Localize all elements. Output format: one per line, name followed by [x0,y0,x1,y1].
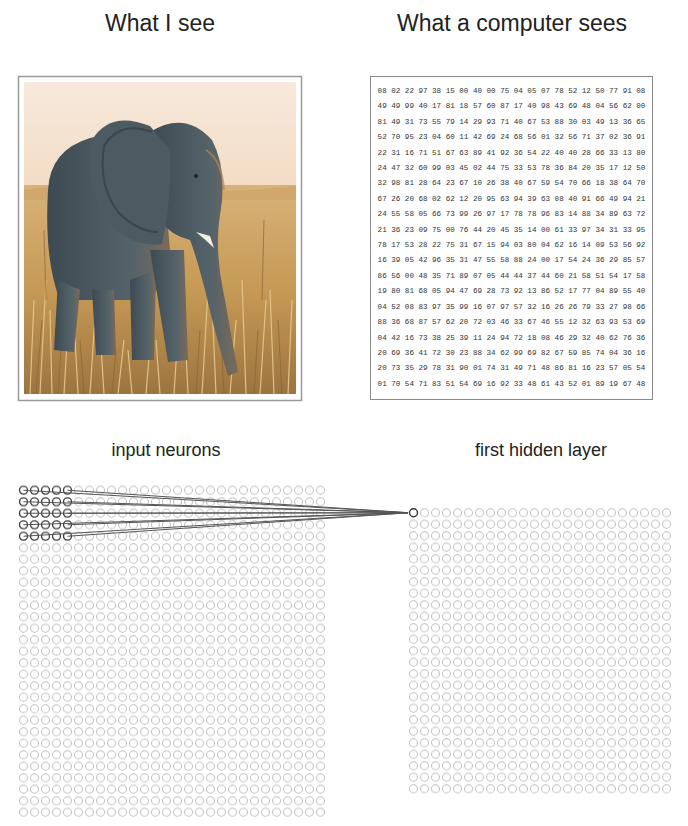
pixel-values-row: 86 56 00 48 35 71 89 07 05 44 44 37 44 6… [377,269,646,284]
panel-title: What I see [105,10,215,37]
layer-title: first hidden layer [475,440,607,461]
pixel-values-row: 19 80 81 68 05 94 47 69 28 73 92 13 86 5… [377,284,646,299]
pixel-values-row: 01 70 54 71 83 51 54 69 16 92 33 48 61 4… [377,377,646,392]
pixel-values-row: 22 31 16 71 51 67 63 89 41 92 36 54 22 4… [377,146,646,161]
pixel-values-row: 81 49 31 73 55 79 14 29 93 71 40 67 53 8… [377,115,646,130]
pixel-values-row: 78 17 53 28 22 75 31 67 15 94 03 80 04 6… [377,238,646,253]
panel-title: What a computer sees [397,10,627,37]
pixel-values-row: 32 98 81 28 64 23 67 10 26 38 40 67 59 5… [377,176,646,191]
pixel-values-row: 52 70 95 23 04 60 11 42 69 24 68 56 01 3… [377,130,646,145]
pixel-values-row: 24 55 58 05 66 73 99 26 97 17 78 78 96 8… [377,207,646,222]
pixel-values-row: 21 36 23 09 75 00 76 44 20 45 35 14 00 6… [377,223,646,238]
pixel-values-row: 49 49 99 40 17 81 18 57 60 87 17 40 98 4… [377,99,646,114]
pixel-values-row: 04 52 08 83 97 35 99 16 07 97 57 32 16 2… [377,300,646,315]
pixel-values-row: 04 42 16 73 38 25 39 11 24 94 72 18 08 4… [377,331,646,346]
layer-title: input neurons [111,440,220,461]
pixel-values-row: 67 26 20 68 02 62 12 20 95 63 94 39 63 0… [377,192,646,207]
pixel-values-row: 24 47 32 60 99 03 45 02 44 75 33 53 78 3… [377,161,646,176]
number-grid: 08 02 22 97 38 15 00 40 00 75 04 05 07 7… [370,76,653,400]
pixel-values-row: 20 73 35 29 78 31 90 01 74 31 49 71 48 8… [377,361,646,376]
pixel-values-row: 08 02 22 97 38 15 00 40 00 75 04 05 07 7… [377,84,646,99]
pixel-values-row: 20 69 36 41 72 30 23 88 34 62 99 69 82 6… [377,346,646,361]
pixel-values-row: 16 39 05 42 96 35 31 47 55 58 88 24 00 1… [377,253,646,268]
pixel-values-row: 88 36 68 87 57 62 20 72 03 46 33 67 46 5… [377,315,646,330]
